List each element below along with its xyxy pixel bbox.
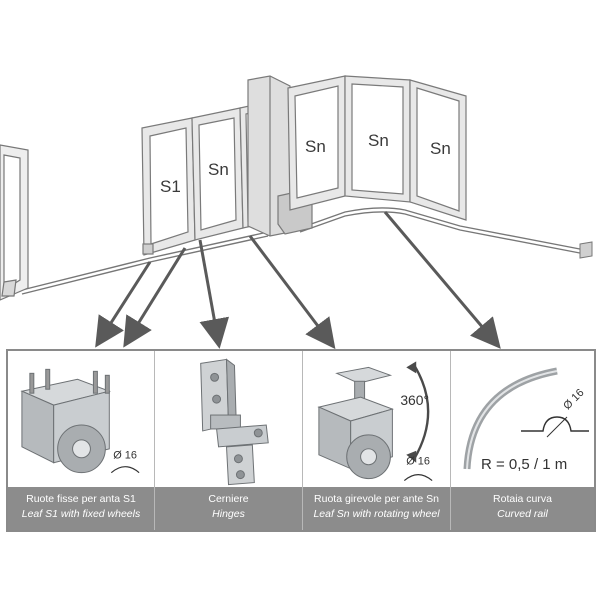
leaf-label-s1: S1	[160, 177, 181, 196]
leaf-sn-5	[409, 79, 467, 221]
leaf-sn-1	[191, 107, 244, 241]
rail-end-stop	[579, 241, 593, 259]
curved-rail-label-en: Curved rail	[497, 508, 548, 520]
leaf-label-sn-1: Sn	[208, 160, 229, 179]
fixed-wheel-illustration: Ø 16	[20, 368, 140, 474]
leaf-left-edge	[0, 144, 29, 301]
component-fixed-wheel: Ø 16 Ruote fisse per anta S1 Leaf S1 wit…	[8, 351, 155, 530]
rotating-wheel-illustration: 360° Ø 16	[317, 361, 433, 482]
leaf-label-sn-3: Sn	[305, 137, 326, 156]
curved-rail-radius: R = 0,5 / 1 m	[481, 456, 567, 473]
rotating-wheel-caption: Ruota girevole per ante Sn Leaf Sn with …	[303, 487, 450, 530]
hinges-label-it: Cerniere	[208, 493, 249, 505]
component-rotating-wheel: 360° Ø 16 Ruota girevole per ante Sn Lea…	[303, 351, 451, 530]
leaf-sn-3	[287, 75, 346, 211]
component-curved-rail: Ø 16 R = 0,5 / 1 m Rotaia curva Curved r…	[451, 351, 594, 530]
fixed-wheel-caption: Ruote fisse per anta S1 Leaf S1 with fix…	[8, 487, 154, 530]
hinges-label-en: Hinges	[212, 508, 245, 520]
hinges-caption: Cerniere Hinges	[155, 487, 302, 530]
component-hinges: Cerniere Hinges	[155, 351, 303, 530]
floor-rail	[21, 207, 586, 295]
curved-rail-dimension: Ø 16	[561, 387, 586, 412]
leaf-label-sn-5: Sn	[430, 139, 451, 158]
curved-rail-illustration: Ø 16 R = 0,5 / 1 m	[463, 367, 589, 473]
pointer-arrows	[95, 211, 501, 350]
leaf-sn-4	[344, 75, 411, 203]
curved-rail-caption: Rotaia curva Curved rail	[451, 487, 594, 530]
rotating-wheel-rotation: 360°	[400, 392, 429, 408]
leaf-label-sn-4: Sn	[368, 131, 389, 150]
rotating-wheel-dimension: Ø 16	[406, 456, 430, 468]
rotating-wheel-label-it: Ruota girevole per ante Sn	[314, 493, 439, 505]
rotating-wheel-label-en: Leaf Sn with rotating wheel	[313, 508, 440, 520]
fixed-wheel-dimension: Ø 16	[113, 450, 137, 462]
fixed-wheel-label-it: Ruote fisse per anta S1	[26, 493, 136, 505]
components-panel: Ø 16 Ruote fisse per anta S1 Leaf S1 wit…	[6, 349, 596, 532]
fixed-wheel-label-en: Leaf S1 with fixed wheels	[21, 508, 141, 520]
curved-rail-label-it: Rotaia curva	[493, 493, 552, 505]
hinge-illustration	[200, 358, 269, 486]
